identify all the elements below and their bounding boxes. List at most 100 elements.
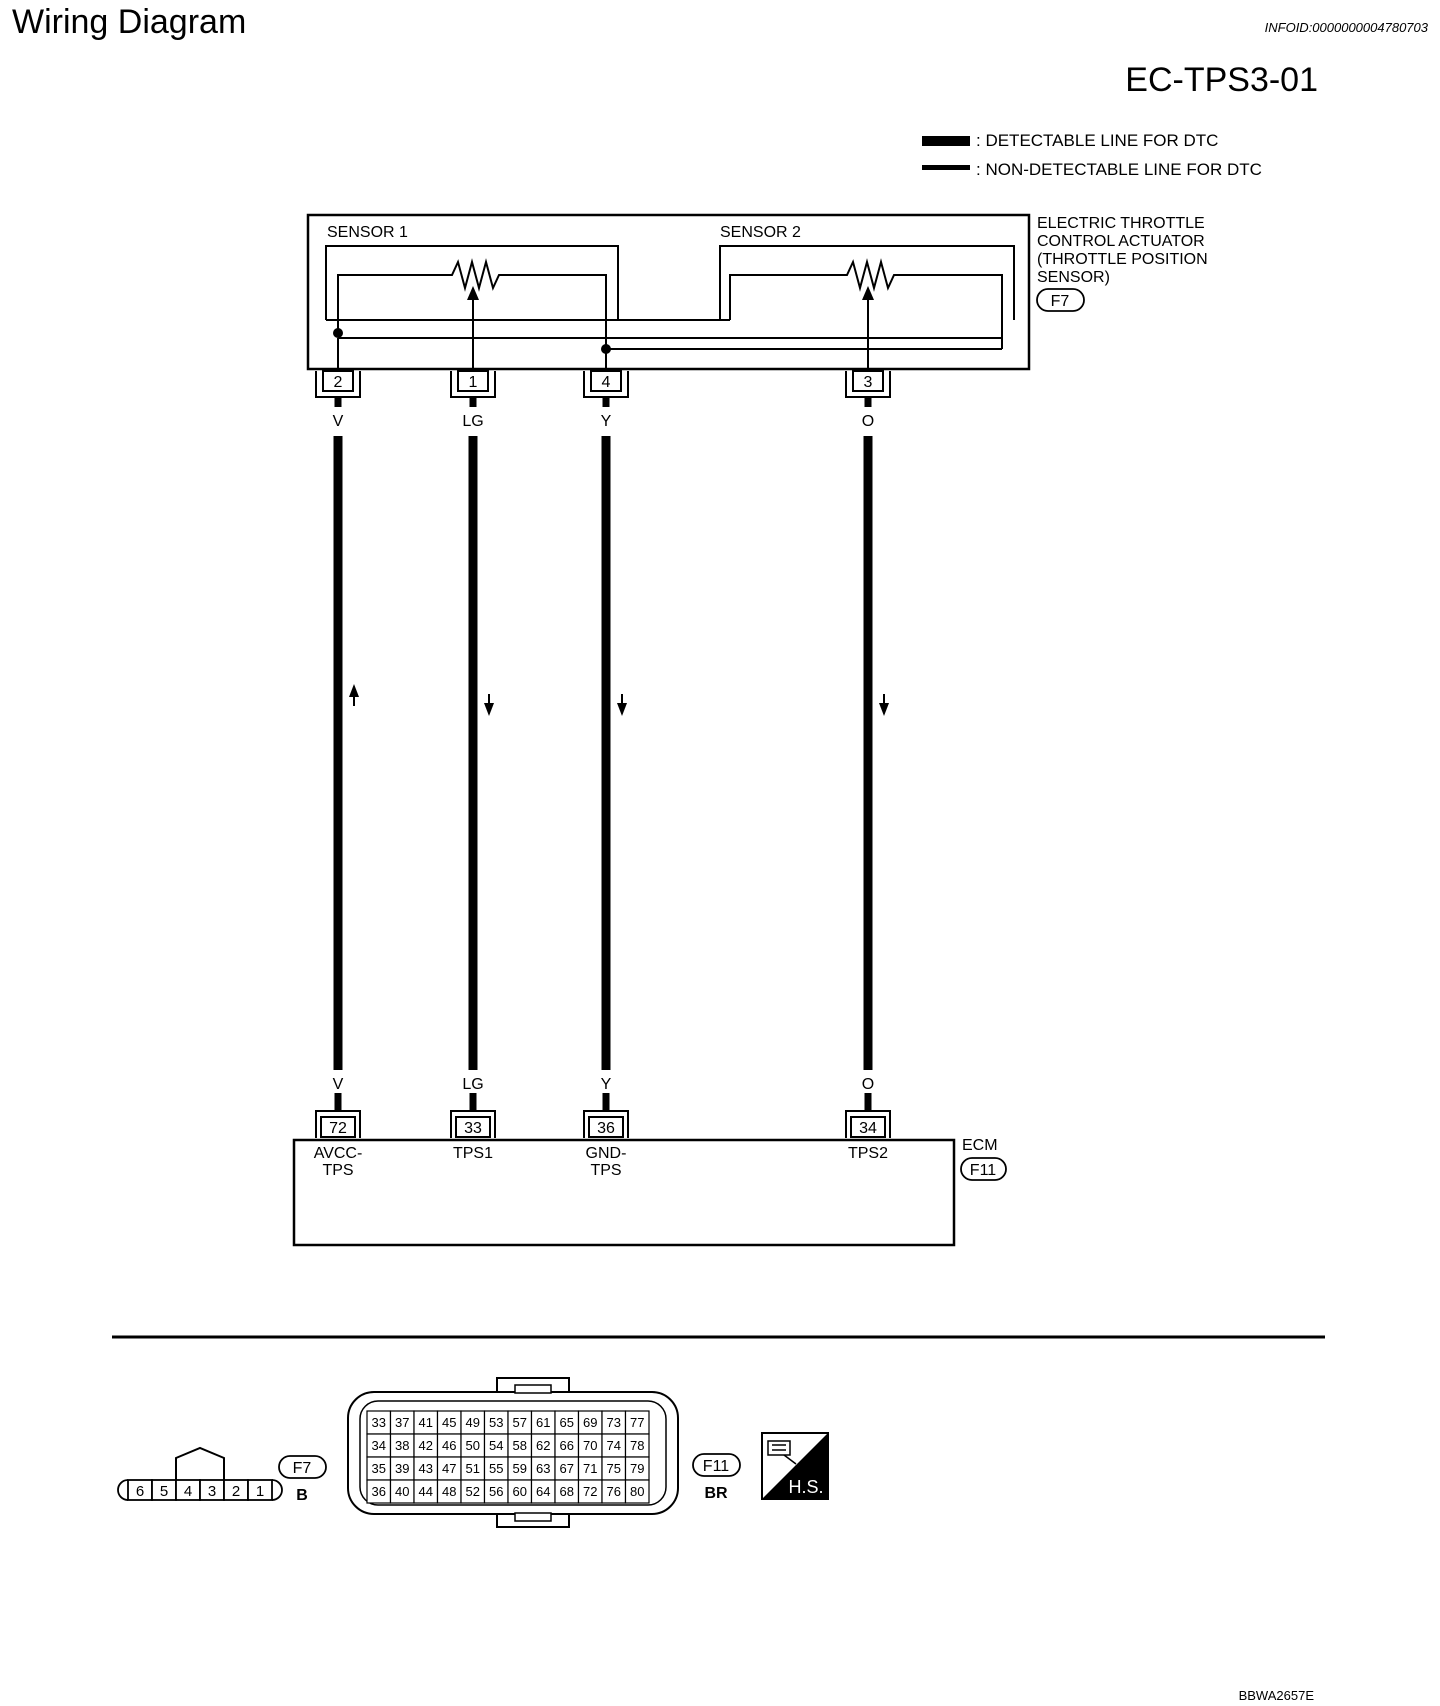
f11-pin-number: 56 xyxy=(489,1484,503,1499)
legend: : DETECTABLE LINE FOR DTC : NON-DETECTAB… xyxy=(922,131,1262,179)
f11-pin-number: 49 xyxy=(466,1415,480,1430)
sensor-pin-number: 1 xyxy=(469,374,478,391)
sensor2-outline xyxy=(719,245,1015,320)
wire-color-label-bottom: Y xyxy=(601,1076,612,1093)
ecm-terminal-name: TPS xyxy=(322,1162,353,1179)
hs-badge: H.S. xyxy=(761,1432,829,1500)
f7-pin-number: 3 xyxy=(208,1483,216,1500)
f11-pin-number: 75 xyxy=(607,1461,621,1476)
f7-latch xyxy=(175,1446,225,1480)
f11-pin-cell xyxy=(624,1479,650,1504)
f11-pin-number: 57 xyxy=(513,1415,527,1430)
ecm-box xyxy=(292,1138,956,1247)
f11-pin-number: 63 xyxy=(536,1461,550,1476)
legend-detectable-swatch xyxy=(922,136,970,146)
ecm-terminal-box xyxy=(320,1116,356,1138)
actuator-name-line3: (THROTTLE POSITION xyxy=(1037,251,1208,268)
sensor-pin-number: 2 xyxy=(334,374,343,391)
sensor-pin-number: 4 xyxy=(602,374,611,391)
f11-pin-number: 47 xyxy=(442,1461,456,1476)
ecm-pin-number: 36 xyxy=(597,1120,615,1137)
legend-non-detectable-label: : NON-DETECTABLE LINE FOR DTC xyxy=(976,160,1262,179)
f11-pin-number: 69 xyxy=(583,1415,597,1430)
ecm-terminal-name: TPS1 xyxy=(453,1145,493,1162)
ecm-terminal-name: GND- xyxy=(586,1145,627,1162)
f11-pin-number: 76 xyxy=(607,1484,621,1499)
ecm-unit: ECM F11 xyxy=(292,1137,1007,1247)
f11-pin-number: 67 xyxy=(560,1461,574,1476)
ecm-pin-number: 34 xyxy=(859,1120,877,1137)
f11-pin-number: 33 xyxy=(372,1415,386,1430)
ecm-name: ECM xyxy=(962,1137,998,1154)
sensor1-label: SENSOR 1 xyxy=(327,224,408,241)
arrow-down-icon xyxy=(879,703,889,716)
f11-pin-number: 73 xyxy=(607,1415,621,1430)
f11-code-badge xyxy=(692,1453,741,1477)
ecm-terminal-bracket xyxy=(845,1110,891,1138)
f11-pin-number: 46 xyxy=(442,1438,456,1453)
wire-color-label-top: Y xyxy=(601,413,612,430)
f11-pin-number: 53 xyxy=(489,1415,503,1430)
ecm-terminal-bracket xyxy=(315,1110,361,1138)
f11-pin-number: 52 xyxy=(466,1484,480,1499)
wire-color-label-bottom: O xyxy=(862,1076,874,1093)
f11-bottom-tab xyxy=(496,1514,570,1528)
f11-pin-number: 61 xyxy=(536,1415,550,1430)
f11-inner-shell xyxy=(359,1400,667,1506)
f11-pin-number: 68 xyxy=(560,1484,574,1499)
f11-pin-number: 50 xyxy=(466,1438,480,1453)
f11-pin-number: 58 xyxy=(513,1438,527,1453)
f7-pin-number: 4 xyxy=(184,1483,192,1500)
f11-bottom-key xyxy=(514,1512,552,1522)
f11-top-key xyxy=(514,1384,552,1394)
f7-pin-number: 5 xyxy=(160,1483,168,1500)
f11-outer-shell xyxy=(347,1391,679,1515)
f11-pin-number: 35 xyxy=(372,1461,386,1476)
f11-pin-number: 80 xyxy=(630,1484,644,1499)
hs-text: H.S. xyxy=(788,1477,823,1497)
f7-color: B xyxy=(296,1487,308,1504)
ecm-terminal-bracket xyxy=(450,1110,496,1138)
f7-pin-number: 1 xyxy=(256,1483,264,1500)
sensor-terminal-box xyxy=(457,370,489,392)
wire-color-label-bottom: V xyxy=(333,1076,344,1093)
f11-pin-number: 41 xyxy=(419,1415,433,1430)
f7-pin-number: 6 xyxy=(136,1483,144,1500)
f11-pin-number: 37 xyxy=(395,1415,409,1430)
ecm-connector-badge xyxy=(960,1157,1007,1181)
f11-pin-number: 42 xyxy=(419,1438,433,1453)
sensor1-circuit xyxy=(325,245,1002,379)
ecm-pin-number: 33 xyxy=(464,1120,482,1137)
f11-pin-number: 51 xyxy=(466,1461,480,1476)
info-id: INFOID:0000000004780703 xyxy=(1265,20,1429,35)
f7-pin-number: 2 xyxy=(232,1483,240,1500)
sensor2-circuit xyxy=(719,245,1015,379)
sensor-pin-number: 3 xyxy=(864,374,873,391)
sensor-terminal-box xyxy=(852,370,884,392)
wire-color-label-top: V xyxy=(333,413,344,430)
sensor-terminal-box xyxy=(590,370,622,392)
sensor1-resistor-path xyxy=(337,258,607,349)
ecm-terminal-box xyxy=(850,1116,886,1138)
junction-dot-pin4 xyxy=(601,344,611,354)
ecm-terminal-name: TPS2 xyxy=(848,1145,888,1162)
f11-color: BR xyxy=(704,1485,728,1502)
actuator-name-line4: SENSOR) xyxy=(1037,269,1110,286)
f11-pin-number: 60 xyxy=(513,1484,527,1499)
throttle-actuator: SENSOR 1 SENSOR 2 ELECTRIC THROTTLE CONT… xyxy=(306,213,1208,379)
f7-right-cap xyxy=(271,1479,283,1501)
ecm-connector-code: F11 xyxy=(970,1162,996,1179)
f11-pin-number: 70 xyxy=(583,1438,597,1453)
ecm-pin-number: 72 xyxy=(329,1120,347,1137)
f11-pin-number: 43 xyxy=(419,1461,433,1476)
arrow-up-icon xyxy=(349,684,359,697)
page-title: Wiring Diagram xyxy=(12,3,246,41)
f11-pin-number: 71 xyxy=(583,1461,597,1476)
hs-connector-icon xyxy=(767,1440,797,1465)
sensor2-resistor-path xyxy=(729,258,1003,349)
